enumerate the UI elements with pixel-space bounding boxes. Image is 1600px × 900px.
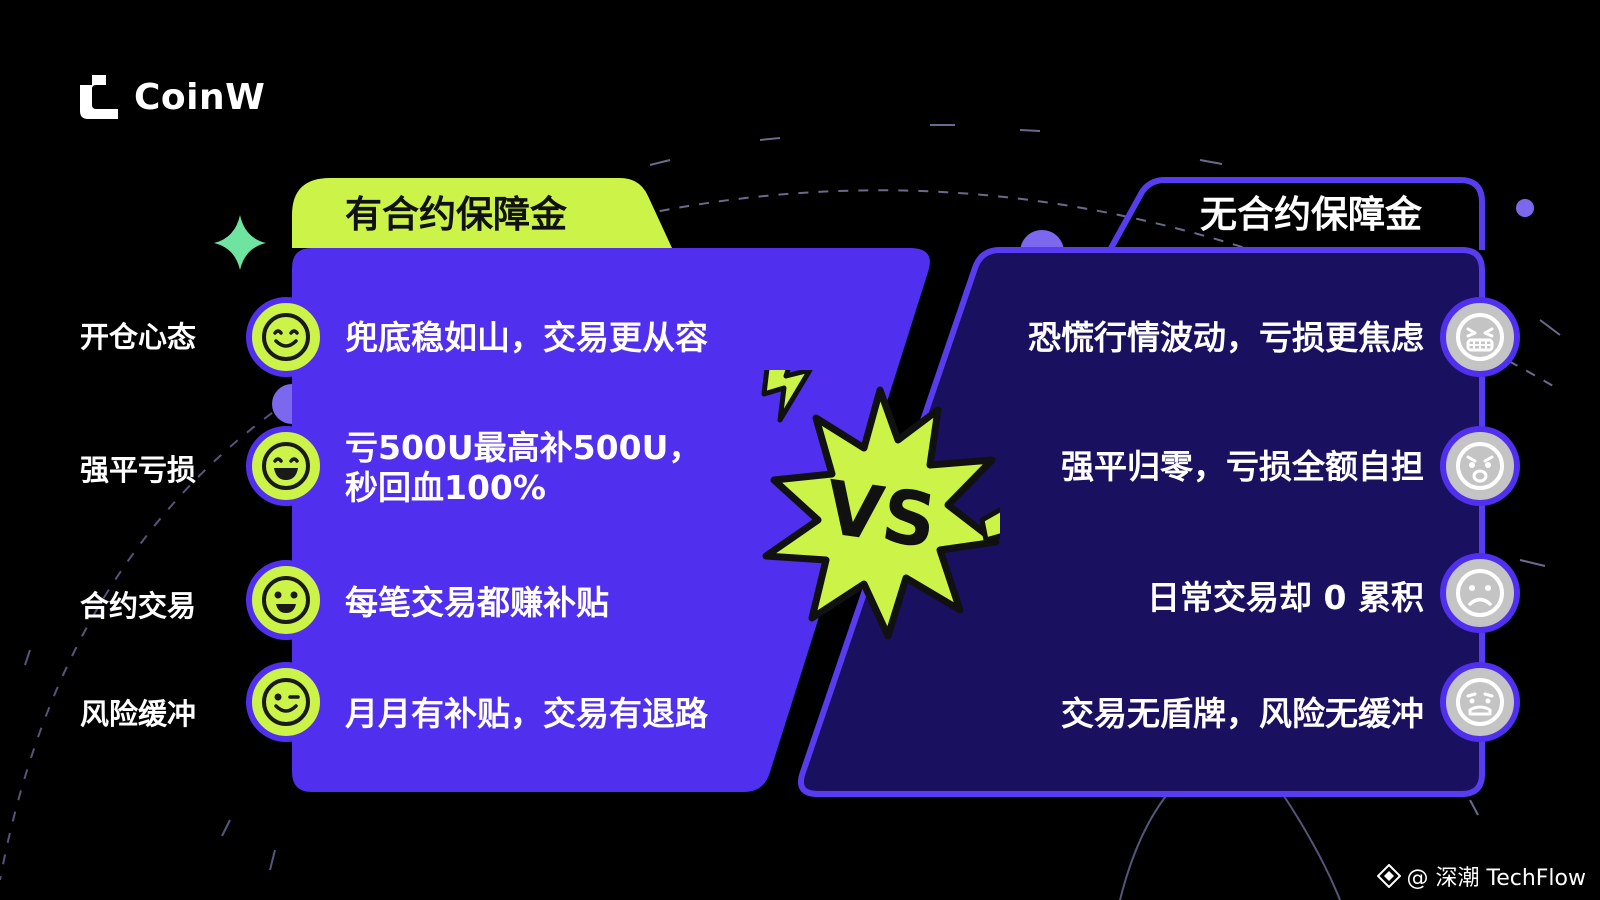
pro-text-position-mindset: 兜底稳如山，交易更从容 — [345, 318, 708, 357]
brand-logo: CoinW — [80, 74, 265, 120]
row-label-position-mindset: 开仓心态 — [80, 320, 197, 354]
sad-icon — [1456, 569, 1504, 617]
row-label-risk-buffer: 风险缓冲 — [80, 697, 197, 731]
tab-title-with-margin: 有合约保障金 — [345, 193, 567, 236]
sad-badge — [1440, 553, 1520, 633]
pro-text-risk-buffer: 月月有补贴，交易有退路 — [345, 694, 708, 733]
happy-icon — [262, 576, 310, 624]
shocked-badge — [1440, 426, 1520, 506]
content-smile-icon — [262, 313, 310, 361]
vs-burst-graphic: VS — [761, 370, 1000, 640]
grin-badge — [246, 426, 326, 506]
coinw-logo-icon — [80, 75, 118, 119]
happy-badge — [246, 560, 326, 640]
tab-title-without-margin: 无合约保障金 — [1200, 193, 1422, 236]
pro-text-contract-trading: 每笔交易都赚补贴 — [345, 583, 609, 622]
grimace-icon — [1456, 313, 1504, 361]
vs-text: VS — [820, 465, 941, 566]
content-smile-badge — [246, 297, 326, 377]
worried-icon — [1456, 678, 1504, 726]
brand-name: CoinW — [134, 76, 266, 118]
watermark: @ 深潮 TechFlow — [1376, 860, 1586, 892]
watermark-text: @ 深潮 TechFlow — [1406, 866, 1586, 891]
con-text-liquidation-loss: 强平归零，亏损全额自担 — [1061, 447, 1424, 486]
row-label-contract-trading: 合约交易 — [80, 589, 197, 623]
diamond-logo-icon — [1376, 864, 1401, 888]
con-text-position-mindset: 恐慌行情波动，亏损更焦虑 — [1028, 318, 1424, 357]
row-label-liquidation-loss: 强平亏损 — [80, 453, 197, 487]
worried-badge — [1440, 662, 1520, 742]
grin-icon — [262, 442, 310, 490]
wink-badge — [246, 662, 326, 742]
shocked-icon — [1456, 442, 1504, 490]
con-text-contract-trading: 日常交易却 0 累积 — [1147, 578, 1424, 617]
grimace-badge — [1440, 297, 1520, 377]
con-text-risk-buffer: 交易无盾牌，风险无缓冲 — [1061, 694, 1424, 733]
wink-icon — [262, 678, 310, 726]
pro-text-liquidation-loss: 亏500U最高补500U， 秒回血100% — [345, 428, 702, 507]
